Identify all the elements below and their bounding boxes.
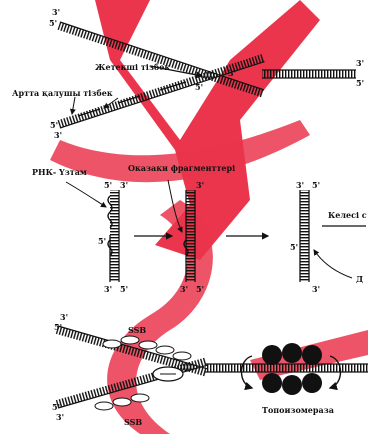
- end-label: 3': [296, 180, 304, 190]
- end-label: 3': [356, 58, 364, 68]
- end-label: 5': [98, 236, 106, 246]
- leading-strand-label: Жетекші тізбек: [95, 62, 170, 72]
- ssb-upper-label: SSB: [128, 325, 146, 335]
- end-label: 3': [196, 180, 204, 190]
- end-label: 3': [120, 180, 128, 190]
- end-label: 5': [120, 284, 128, 294]
- end-label: 3': [54, 130, 62, 140]
- bottom-replication-fork: SSB SSB Топоизомераза 3' 5' 5' 3': [52, 312, 368, 427]
- end-label: 5': [290, 242, 298, 252]
- downstream-duplex: [205, 364, 368, 372]
- end-label: 3': [52, 7, 60, 17]
- end-label: 3': [104, 284, 112, 294]
- end-label: 5': [195, 82, 203, 92]
- end-label: 3': [56, 412, 64, 422]
- end-label: 5': [54, 322, 62, 332]
- end-label: 5': [356, 78, 364, 88]
- end-label: 5': [50, 120, 58, 130]
- end-label: 3': [60, 312, 68, 322]
- dna-ligase-label: Д: [356, 274, 363, 284]
- panel-1-duplex: [108, 190, 119, 282]
- rna-primer-label: РНК- Үзтам: [32, 167, 87, 177]
- end-label: 5': [196, 284, 204, 294]
- end-label: 5': [312, 180, 320, 190]
- end-label: 3': [228, 68, 236, 78]
- lagging-direction-arrow: [72, 97, 75, 114]
- end-label: 5': [104, 180, 112, 190]
- end-label: 5': [52, 402, 60, 412]
- rna-primer-pointer: [66, 182, 106, 207]
- panel-2-duplex: [184, 190, 195, 282]
- panel-3-duplex: [300, 190, 309, 282]
- lagging-strand-label: Артта қалушы тізбек: [12, 88, 113, 98]
- parental-duplex: [262, 70, 356, 78]
- ssb-lower-label: SSB: [124, 417, 142, 427]
- next-step-label: Келесі с: [328, 210, 367, 220]
- end-label: 5': [49, 18, 57, 28]
- end-label: 3': [312, 284, 320, 294]
- end-label: 3': [180, 284, 188, 294]
- okazaki-fragments-label: Оказаки фрагменттері: [128, 163, 235, 173]
- topoisomerase-label: Топоизомераза: [262, 405, 334, 415]
- ligase-pointer: [314, 250, 352, 278]
